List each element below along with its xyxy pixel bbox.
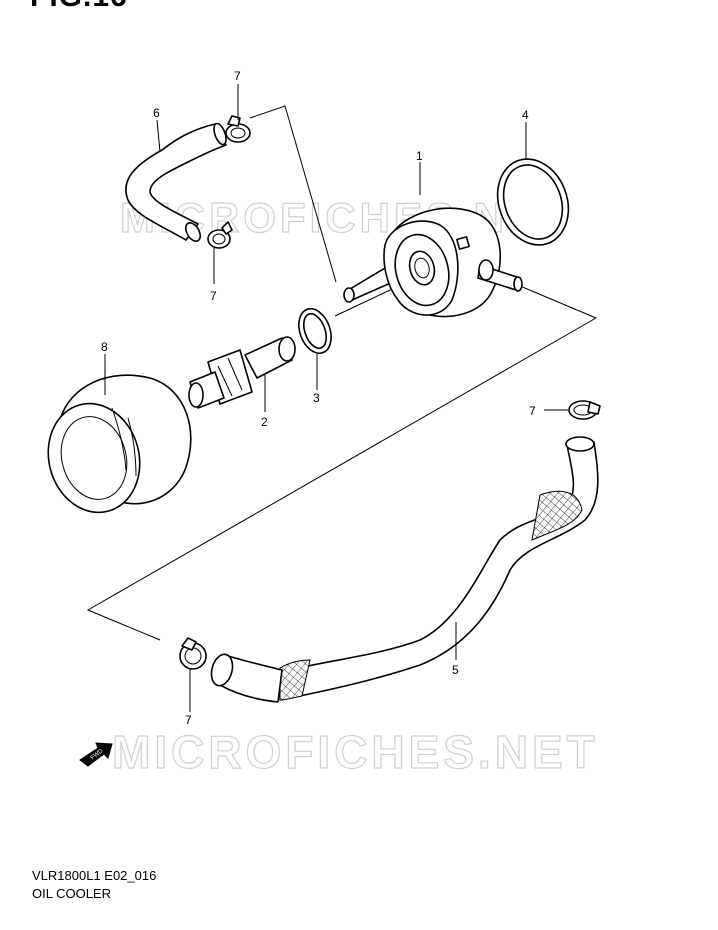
clamp-7-middle (207, 221, 233, 249)
leader-lines (104, 84, 568, 712)
diagram-code: VLR1800L1 E02_016 (32, 868, 157, 883)
fwd-arrow-icon: FWD (79, 742, 113, 767)
callout-7-bottom: 7 (185, 713, 192, 727)
callout-3: 3 (313, 391, 320, 405)
union-bolt-2 (188, 336, 296, 409)
diagram-name: OIL COOLER (32, 886, 111, 901)
watermark-lower: MICROFICHES.NET (112, 726, 599, 778)
clamp-7-bottom (179, 637, 207, 670)
oil-cooler-1 (343, 207, 523, 318)
callout-7-middle: 7 (210, 289, 217, 303)
callout-5: 5 (452, 663, 459, 677)
figure-title: FIG.16 (30, 0, 128, 14)
callout-1: 1 (416, 149, 423, 163)
clamp-7-upper (225, 115, 251, 143)
hose-6 (125, 122, 227, 242)
o-ring-3 (298, 307, 332, 355)
oil-filter-8 (47, 374, 192, 514)
callout-7-right: 7 (529, 404, 536, 418)
hose-5 (210, 436, 599, 703)
callout-6: 6 (153, 106, 160, 120)
callout-2: 2 (261, 415, 268, 429)
o-ring-4 (496, 158, 570, 246)
callout-8: 8 (101, 340, 108, 354)
callout-4: 4 (522, 108, 529, 122)
clamp-7-right (568, 400, 601, 420)
callout-7-upper: 7 (234, 69, 241, 83)
